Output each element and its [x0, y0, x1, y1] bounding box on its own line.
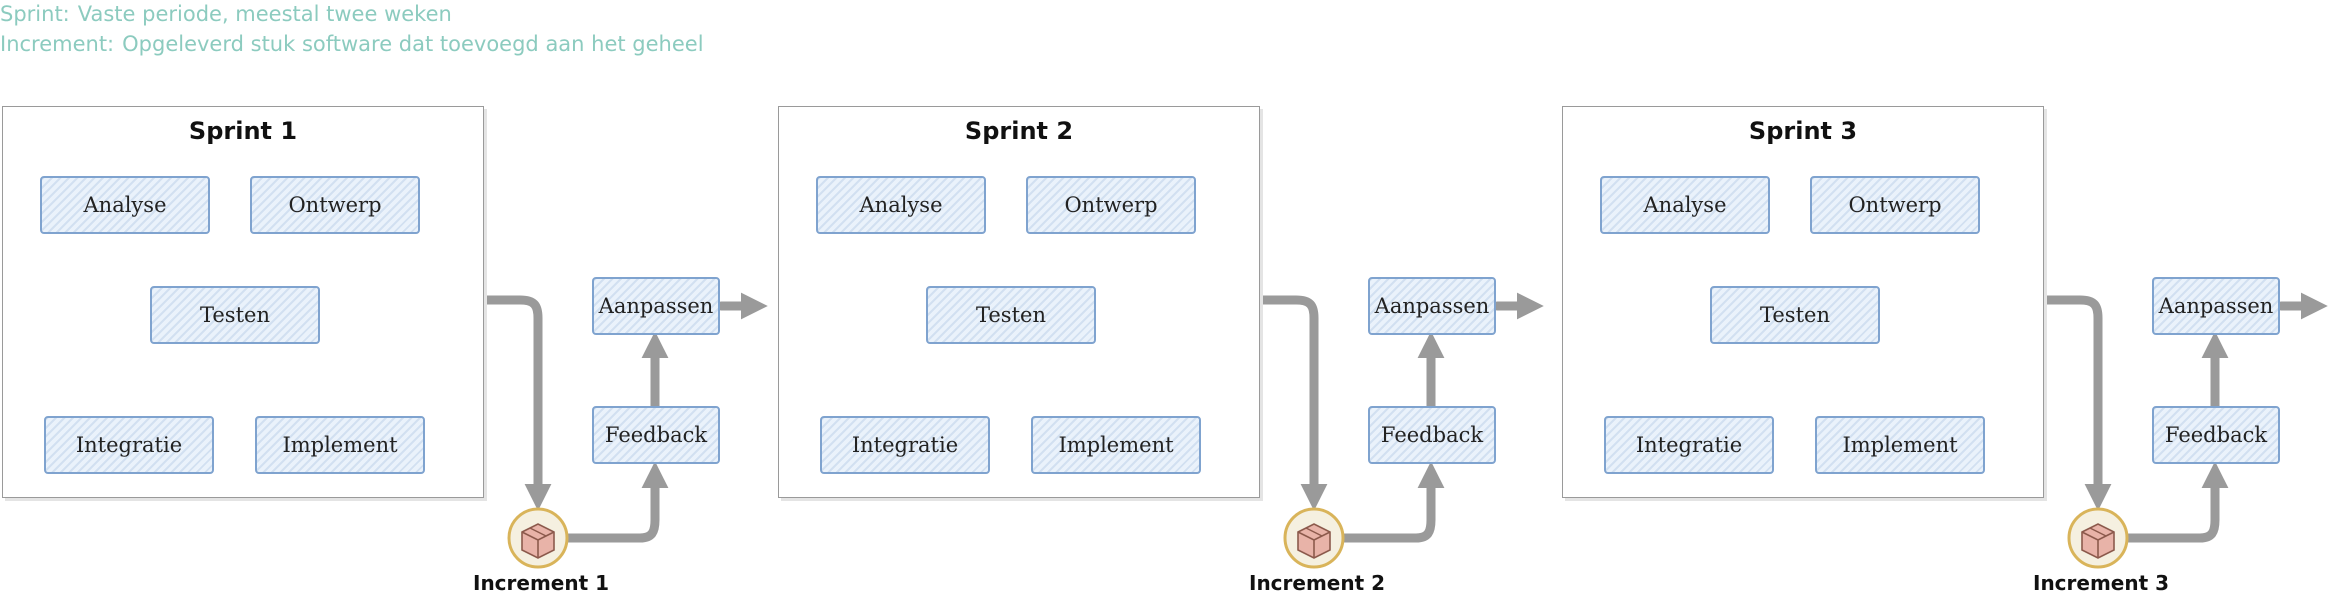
- sprint-2-integratie-box: Integratie: [820, 416, 990, 474]
- sprint-3-testen-box: Testen: [1710, 286, 1880, 344]
- legend-sprint-definition: Vaste periode, meestal twee weken: [77, 2, 452, 26]
- increment-3-label: Increment 3: [2033, 571, 2170, 595]
- legend-increment-definition: Opgeleverd stuk software dat toevoegd aa…: [122, 32, 704, 56]
- sprint-title: Sprint 1: [188, 117, 298, 145]
- sprint-2-to-increment-arrow: [1253, 295, 1328, 511]
- increment-2-to-feedback-arrow: [1331, 461, 1445, 543]
- stage-1-aanpassen-box: Aanpassen: [592, 277, 720, 335]
- sprint-1-analyse-box: Analyse: [40, 176, 210, 234]
- increment-2-label: Increment 2: [1249, 571, 1386, 595]
- sprint-2-testen-box: Testen: [926, 286, 1096, 344]
- stage-2-aanpassen-box: Aanpassen: [1368, 277, 1496, 335]
- package-icon: [507, 507, 569, 569]
- package-icon: [2067, 507, 2129, 569]
- legend-sprint: Sprint: Vaste periode, meestal twee weken: [0, 2, 452, 26]
- sprint-3-ontwerp-box: Ontwerp: [1810, 176, 1980, 234]
- sprint-title: Sprint 3: [1748, 117, 1858, 145]
- sprint-3-to-increment-arrow: [2037, 295, 2112, 511]
- sprint-3-analyse-box: Analyse: [1600, 176, 1770, 234]
- stage-2-feedback-box: Feedback: [1368, 406, 1496, 464]
- stage-3-aanpassen-box: Aanpassen: [2152, 277, 2280, 335]
- sprint-3-integratie-box: Integratie: [1604, 416, 1774, 474]
- sprint-1-testen-box: Testen: [150, 286, 320, 344]
- sprint-1-ontwerp-box: Ontwerp: [250, 176, 420, 234]
- sprint-title: Sprint 2: [964, 117, 1074, 145]
- stage-3-feedback-box: Feedback: [2152, 406, 2280, 464]
- sprint-1-to-increment-arrow: [477, 295, 552, 511]
- legend-increment: Increment: Opgeleverd stuk software dat t…: [0, 32, 704, 56]
- package-icon: [1283, 507, 1345, 569]
- sprint-3-implement-box: Implement: [1815, 416, 1985, 474]
- legend-sprint-term: Sprint:: [0, 2, 70, 26]
- increment-1-label: Increment 1: [473, 571, 610, 595]
- sprint-2-analyse-box: Analyse: [816, 176, 986, 234]
- stage-1-feedback-box: Feedback: [592, 406, 720, 464]
- sprint-2-ontwerp-box: Ontwerp: [1026, 176, 1196, 234]
- increment-1-to-feedback-arrow: [555, 461, 669, 543]
- sprint-1-implement-box: Implement: [255, 416, 425, 474]
- legend-increment-term: Increment:: [0, 32, 115, 56]
- increment-3-to-feedback-arrow: [2115, 461, 2229, 543]
- sprint-1-integratie-box: Integratie: [44, 416, 214, 474]
- sprint-2-implement-box: Implement: [1031, 416, 1201, 474]
